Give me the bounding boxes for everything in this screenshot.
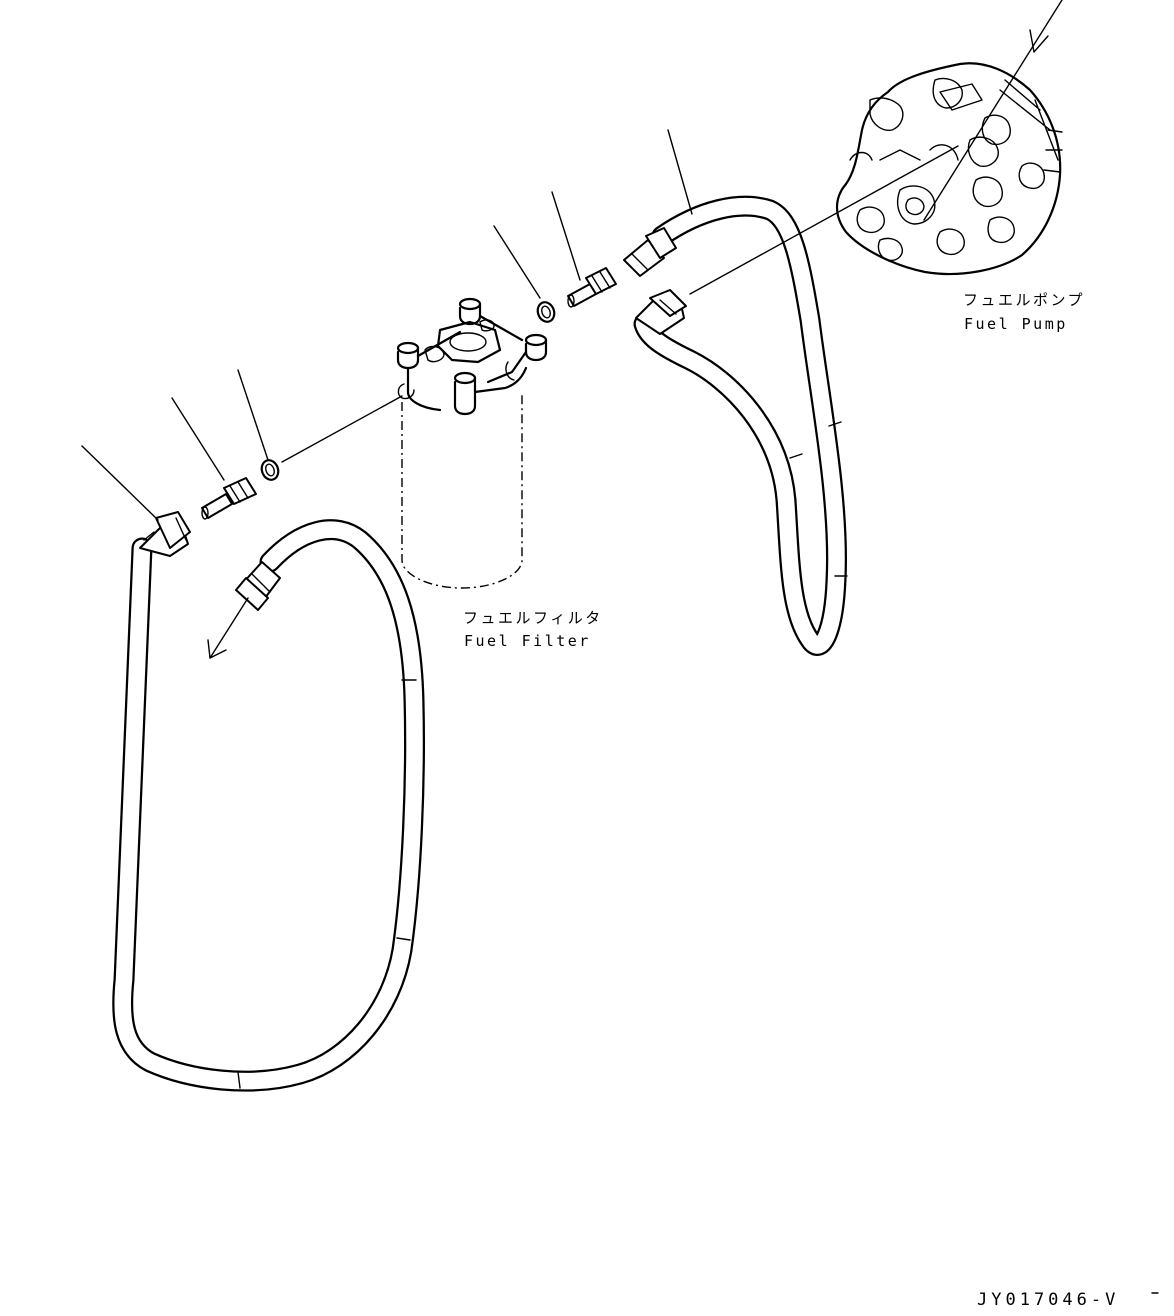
adapter-lower	[201, 477, 257, 520]
fuel-filter-drawing	[396, 297, 548, 589]
fuel-filter-label-en: Fuel Filter	[464, 632, 591, 650]
flow-arrow-in	[923, 0, 1063, 221]
hose-end-fitting-pump-side	[635, 289, 687, 335]
fuel-filter-label-jp: フュエルフィルタ	[463, 609, 603, 627]
hose-lower	[112, 519, 425, 1092]
fuel-pump-drawing	[835, 62, 1063, 276]
hose-end-fitting-lower	[235, 561, 281, 611]
fitting-elbow-lower	[139, 511, 191, 557]
flow-arrow-out	[207, 597, 249, 659]
washer-lower	[260, 459, 280, 481]
fuel-pump-label-jp: フュエルポンプ	[963, 291, 1086, 309]
fuel-pump-label-en: Fuel Pump	[964, 315, 1068, 333]
drawing-code: JY017046-V	[977, 1290, 1120, 1310]
hose-upper	[633, 195, 848, 656]
washer-upper	[536, 301, 556, 323]
adapter-upper	[567, 267, 617, 308]
hose-end-fitting-upper	[623, 227, 677, 277]
leader-lines	[81, 129, 959, 521]
